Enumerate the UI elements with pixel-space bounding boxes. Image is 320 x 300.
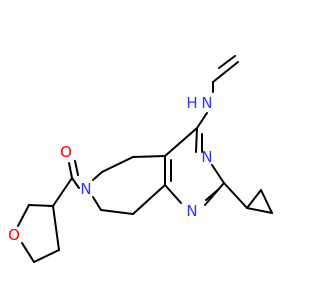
- bond-c4a-c4: [164, 127, 198, 157]
- bond-thf-2: [17, 204, 30, 227]
- atom-h: H: [186, 94, 197, 112]
- structure-svg: N H N N N O O: [8, 55, 273, 263]
- atom-n-ring-top: N: [201, 148, 212, 166]
- bond-nh-c4: [196, 112, 208, 129]
- bond-n3-c2: [211, 164, 225, 184]
- atom-o-thf: O: [8, 226, 20, 244]
- bond-c9-c8a: [132, 184, 166, 215]
- atom-nh: N: [201, 94, 212, 112]
- bond-c4-n3: [195, 127, 198, 153]
- bond-thf-4: [33, 249, 60, 263]
- bond-n1-c8a: [164, 184, 182, 204]
- bond-cp-3: [246, 189, 262, 209]
- azepane-ring: [92, 155, 166, 215]
- bond-c2-cp: [223, 182, 248, 209]
- cyclopropyl-group: [223, 182, 273, 214]
- bond-n7-cco: [71, 177, 80, 189]
- atom-o-carbonyl: O: [60, 143, 72, 161]
- bond-ch2-ch: [212, 73, 224, 83]
- atom-n-azepane: N: [80, 180, 91, 198]
- bond-c6-n7: [92, 171, 103, 181]
- bond-c4a-c5: [132, 155, 166, 158]
- carbonyl-group: [52, 160, 80, 207]
- bond-thf-5: [52, 205, 60, 251]
- bond-c2-n1-inner: [205, 188, 220, 201]
- atom-n-ring-bottom: N: [186, 202, 197, 220]
- molecule-diagram: N H N N N O O: [8, 55, 273, 263]
- bond-c-o-double-b: [74, 160, 79, 176]
- bond-ch-ch2-double-a: [222, 61, 239, 75]
- bond-c5-c6: [101, 156, 134, 173]
- thf-ring: [17, 204, 60, 263]
- bond-cco-thf: [52, 177, 73, 207]
- allyl-group: [212, 55, 239, 93]
- bond-c8-c9: [100, 209, 134, 215]
- bond-cp-1: [246, 207, 273, 214]
- bond-n7-c8: [92, 196, 102, 211]
- bond-thf-3: [21, 242, 35, 263]
- atom-labels: N H N N N O O: [8, 94, 213, 244]
- pyrimidine-ring: [164, 127, 225, 206]
- bond-c-o-double-a: [68, 162, 73, 179]
- bond-cp-2: [260, 189, 273, 214]
- bond-ch-ch2-double-b: [218, 55, 236, 69]
- bond-thf-1: [28, 204, 54, 207]
